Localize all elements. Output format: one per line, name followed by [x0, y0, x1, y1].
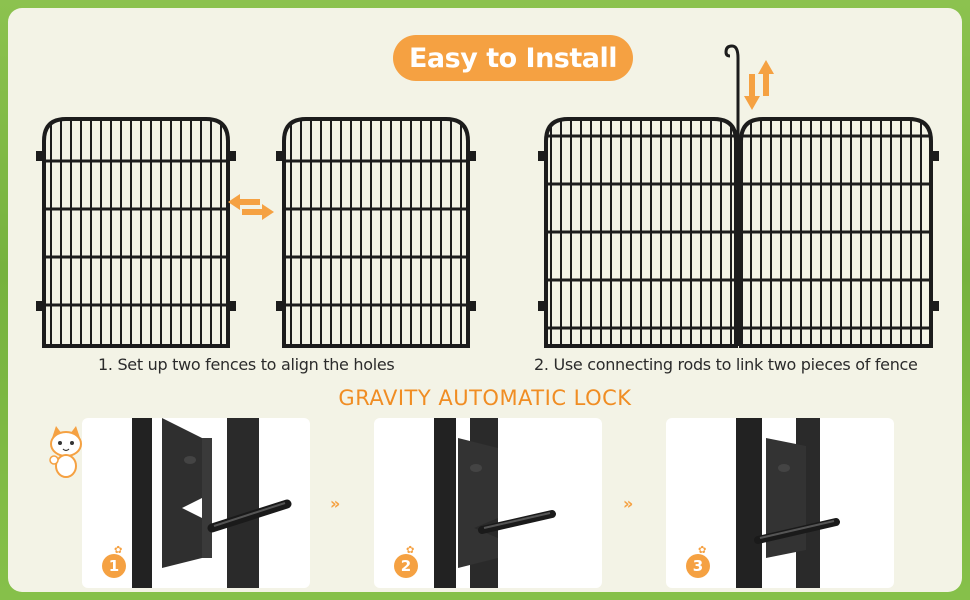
lock-stage-1: ✿ 1 [82, 418, 310, 588]
fence-panel-left [36, 117, 236, 348]
fence-linked-pair [538, 44, 939, 348]
lock-stage-3-image [736, 418, 840, 588]
content-panel: Easy to Install 1. Set up two fences to … [8, 8, 962, 592]
paw-icon: ✿ [698, 545, 707, 556]
lock-stage-2-image [434, 418, 556, 588]
stage-number-badge: 1 [102, 554, 126, 578]
lock-stage-1-image [132, 418, 292, 588]
lock-stage-2: ✿ 2 [374, 418, 602, 588]
paw-icon: ✿ [114, 545, 123, 556]
double-arrow-vertical-icon [744, 60, 774, 110]
page-title: Easy to Install [393, 35, 633, 81]
double-chevron-icon: » [623, 494, 633, 513]
lock-section-title: GRAVITY AUTOMATIC LOCK [338, 386, 632, 410]
double-arrow-horizontal-icon [228, 194, 274, 220]
double-chevron-icon: » [330, 494, 340, 513]
paw-icon: ✿ [406, 545, 415, 556]
stage-number-badge: 2 [394, 554, 418, 578]
fence-panel-right [276, 117, 476, 348]
step-1-caption: 1. Set up two fences to align the holes [98, 355, 395, 374]
cat-mascot-icon [49, 426, 82, 478]
step-2-caption: 2. Use connecting rods to link two piece… [534, 355, 918, 374]
lock-stage-3: ✿ 3 [666, 418, 894, 588]
stage-number-badge: 3 [686, 554, 710, 578]
